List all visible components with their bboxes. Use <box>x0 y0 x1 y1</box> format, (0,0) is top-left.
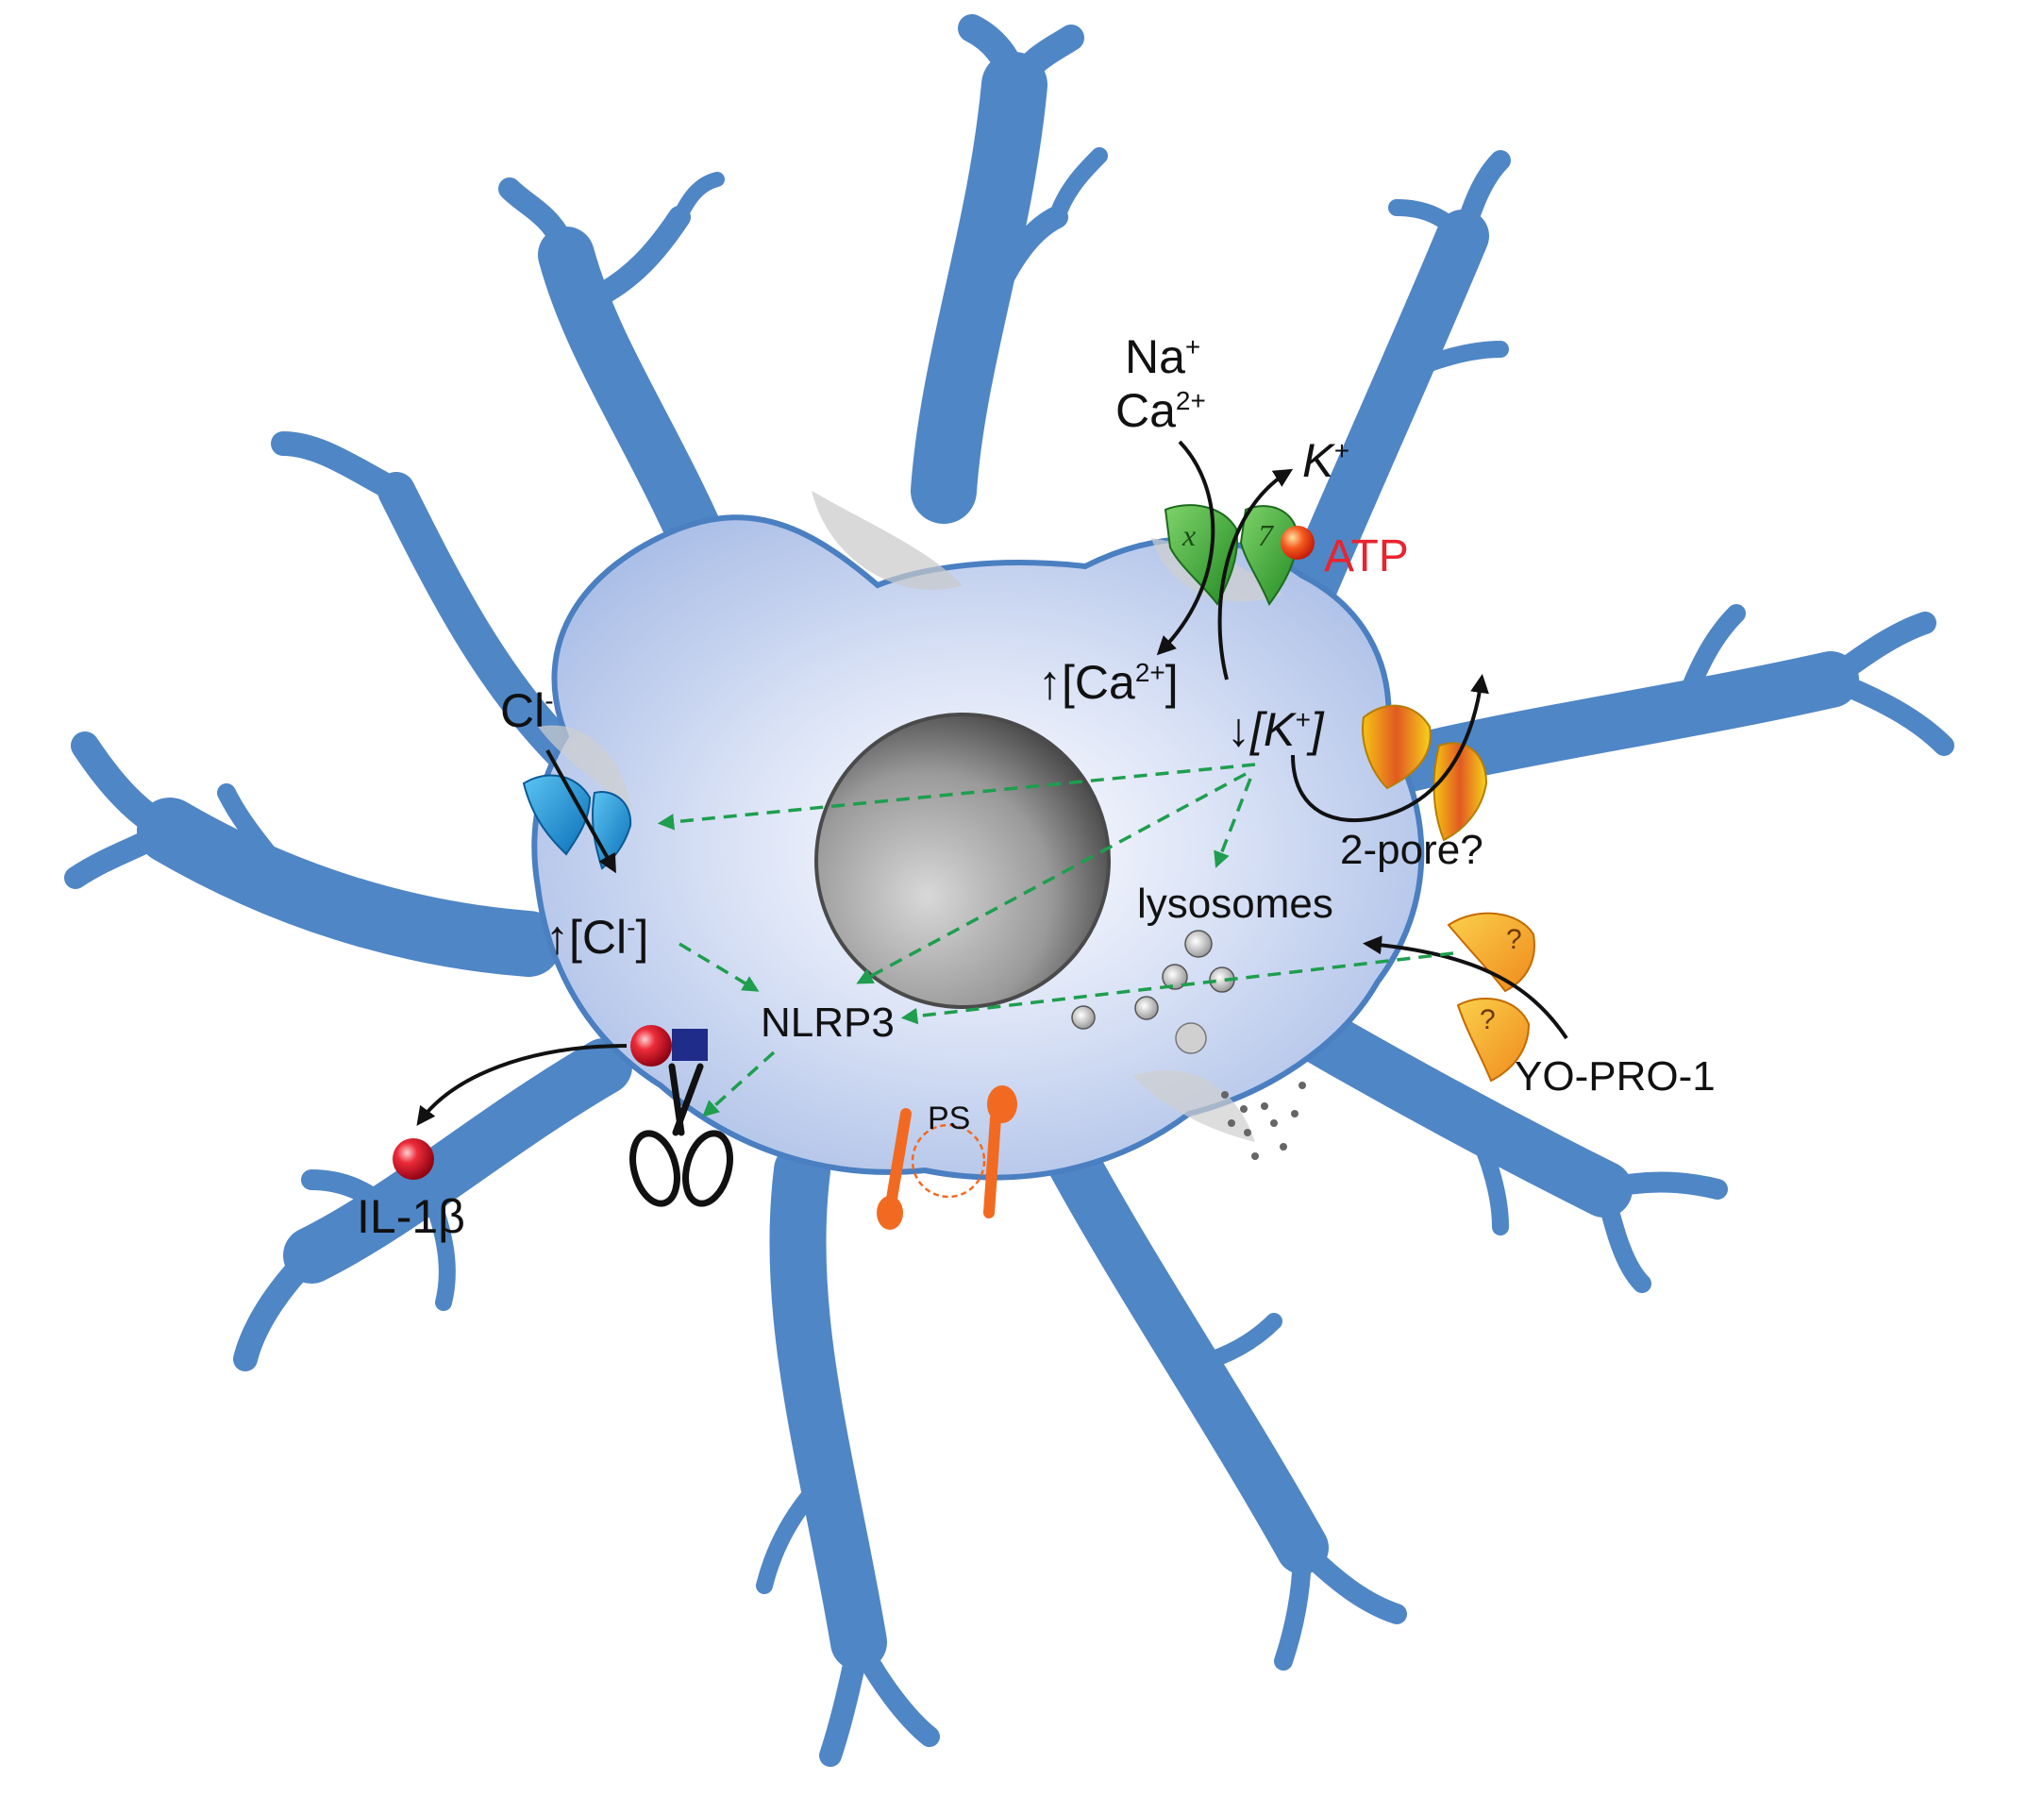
cl-influx-arrow <box>545 749 616 874</box>
pro-il1b-ball-icon <box>630 1025 672 1067</box>
flippase-icon <box>877 1085 1017 1230</box>
unknown-pore-channel: ? ? <box>1447 912 1535 1083</box>
unknown-pore-q-bottom: ? <box>1480 1004 1496 1035</box>
k-drop-label: ↓[K+] <box>1227 703 1325 756</box>
nucleus <box>814 713 1111 1009</box>
k-ion-label: K+ <box>1302 434 1349 487</box>
two-pore-efflux-arrow <box>1291 674 1489 823</box>
membrane-indent-cl <box>538 725 632 812</box>
ca-rise-label: ↑[Ca2+] <box>1038 656 1179 709</box>
il1b-label: IL-1β <box>357 1190 465 1243</box>
scissors-icon <box>629 1063 733 1207</box>
yo-pro-label: YO-PRO-1 <box>1515 1053 1716 1100</box>
signal-k-to-nlrp3 <box>856 772 1247 984</box>
lysosome-icon <box>1175 1022 1207 1054</box>
atp-ball-icon <box>1281 526 1315 560</box>
cl-rise-label: ↑[Cl-] <box>545 911 648 964</box>
ca-ion-label: Ca2+ <box>1115 384 1206 437</box>
nlrp3-label: NLRP3 <box>761 1000 895 1046</box>
two-pore-channel <box>1362 704 1488 842</box>
signal-k-to-lysosomes <box>1214 778 1252 868</box>
signal-lysosome-to-nlrp3 <box>900 951 1454 1025</box>
lysosome-icon <box>1071 1005 1096 1030</box>
p2x7-label-7: 7 <box>1258 518 1275 552</box>
lysosome-icon <box>1134 996 1159 1020</box>
efflux-arrow <box>1217 468 1294 681</box>
unknown-pore-q-top: ? <box>1506 924 1522 955</box>
signal-k-to-cl <box>657 763 1256 831</box>
p2x7-label-x: x <box>1181 518 1196 552</box>
lysosome-icon <box>1184 930 1213 958</box>
na-ion-label: Na+ <box>1125 330 1200 383</box>
signal-cl-to-nlrp3 <box>679 942 760 992</box>
lysosomes-label: lysosomes <box>1137 881 1333 927</box>
cl-ion-label: Cl- <box>500 684 554 737</box>
influx-arrow <box>1156 440 1215 656</box>
atp-label: ATP <box>1324 531 1409 581</box>
yo-pro-uptake-arrow <box>1363 935 1568 1040</box>
il1b-release-arrow <box>416 1044 628 1126</box>
signal-nlrp3-to-caspase <box>702 1050 776 1117</box>
membrane-indent-top <box>812 491 963 591</box>
ps-label: PS <box>928 1101 970 1136</box>
lysosome-icon <box>1162 964 1188 990</box>
p2x7-receptor: x 7 <box>1164 504 1299 607</box>
signal-arrows <box>657 763 1454 1117</box>
two-pore-label: 2-pore? <box>1340 827 1483 873</box>
il1b-ball-icon <box>393 1138 434 1180</box>
pro-domain-block <box>672 1029 708 1061</box>
membrane-indent-bottom <box>1132 1069 1255 1142</box>
